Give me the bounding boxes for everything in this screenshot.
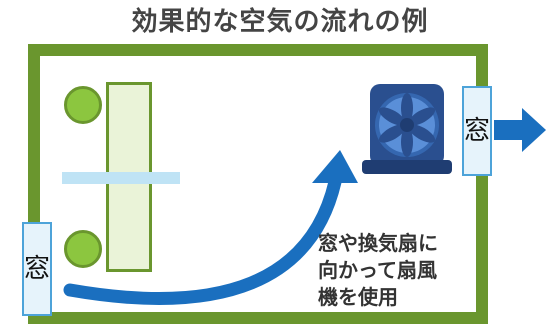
outflow-arrow-head (522, 108, 546, 152)
chair-top (64, 86, 102, 124)
outflow-arrow-shaft (494, 120, 524, 140)
window-right-label: 窓 (464, 116, 491, 146)
window-right: 窓 (462, 86, 492, 176)
curved-arrow-head (312, 150, 358, 183)
curved-airflow-arrow (63, 175, 342, 306)
fan-usage-note: 窓や換気扇に 向かって扇風 機を使用 (318, 231, 438, 309)
partition (62, 172, 180, 184)
window-left-label: 窓 (24, 254, 51, 284)
chair-bottom (64, 230, 102, 268)
diagram-title: 効果的な空気の流れの例 (131, 7, 429, 37)
desk-fan-icon (362, 84, 452, 174)
window-left: 窓 (22, 222, 52, 316)
